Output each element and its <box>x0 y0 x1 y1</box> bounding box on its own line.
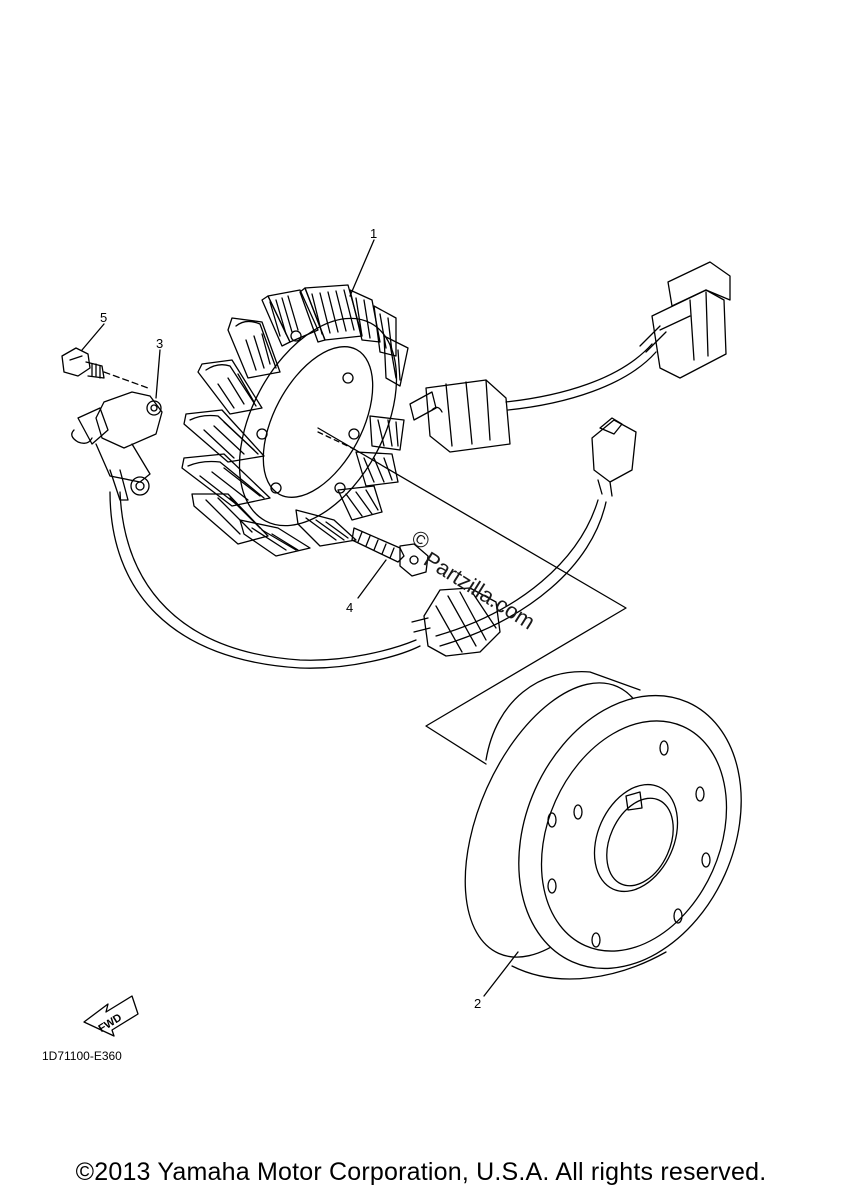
stator-bolt <box>317 431 429 577</box>
stator-core <box>238 317 398 527</box>
diagram-code: 1D71100-E360 <box>42 1049 122 1063</box>
callout-2: 2 <box>474 996 481 1011</box>
stator-assembly <box>181 261 731 657</box>
fwd-arrow-label: FWD <box>97 1012 125 1035</box>
callout-4: 4 <box>346 600 353 615</box>
callout-5: 5 <box>100 310 107 325</box>
watermark-text: Partzilla.com <box>419 547 539 635</box>
copyright-notice: ©2013 Yamaha Motor Corporation, U.S.A. A… <box>75 1158 767 1186</box>
callout-leaders <box>81 239 519 997</box>
callout-3: 3 <box>156 336 163 351</box>
stator-main-connector <box>409 261 731 453</box>
pickup-screw <box>61 347 149 389</box>
fwd-arrow <box>83 995 139 1037</box>
pickup-harness <box>411 417 637 657</box>
stator-teeth <box>181 284 409 557</box>
pickup-coil <box>71 391 421 669</box>
callout-1: 1 <box>370 226 377 241</box>
flywheel-rotor <box>317 427 742 980</box>
